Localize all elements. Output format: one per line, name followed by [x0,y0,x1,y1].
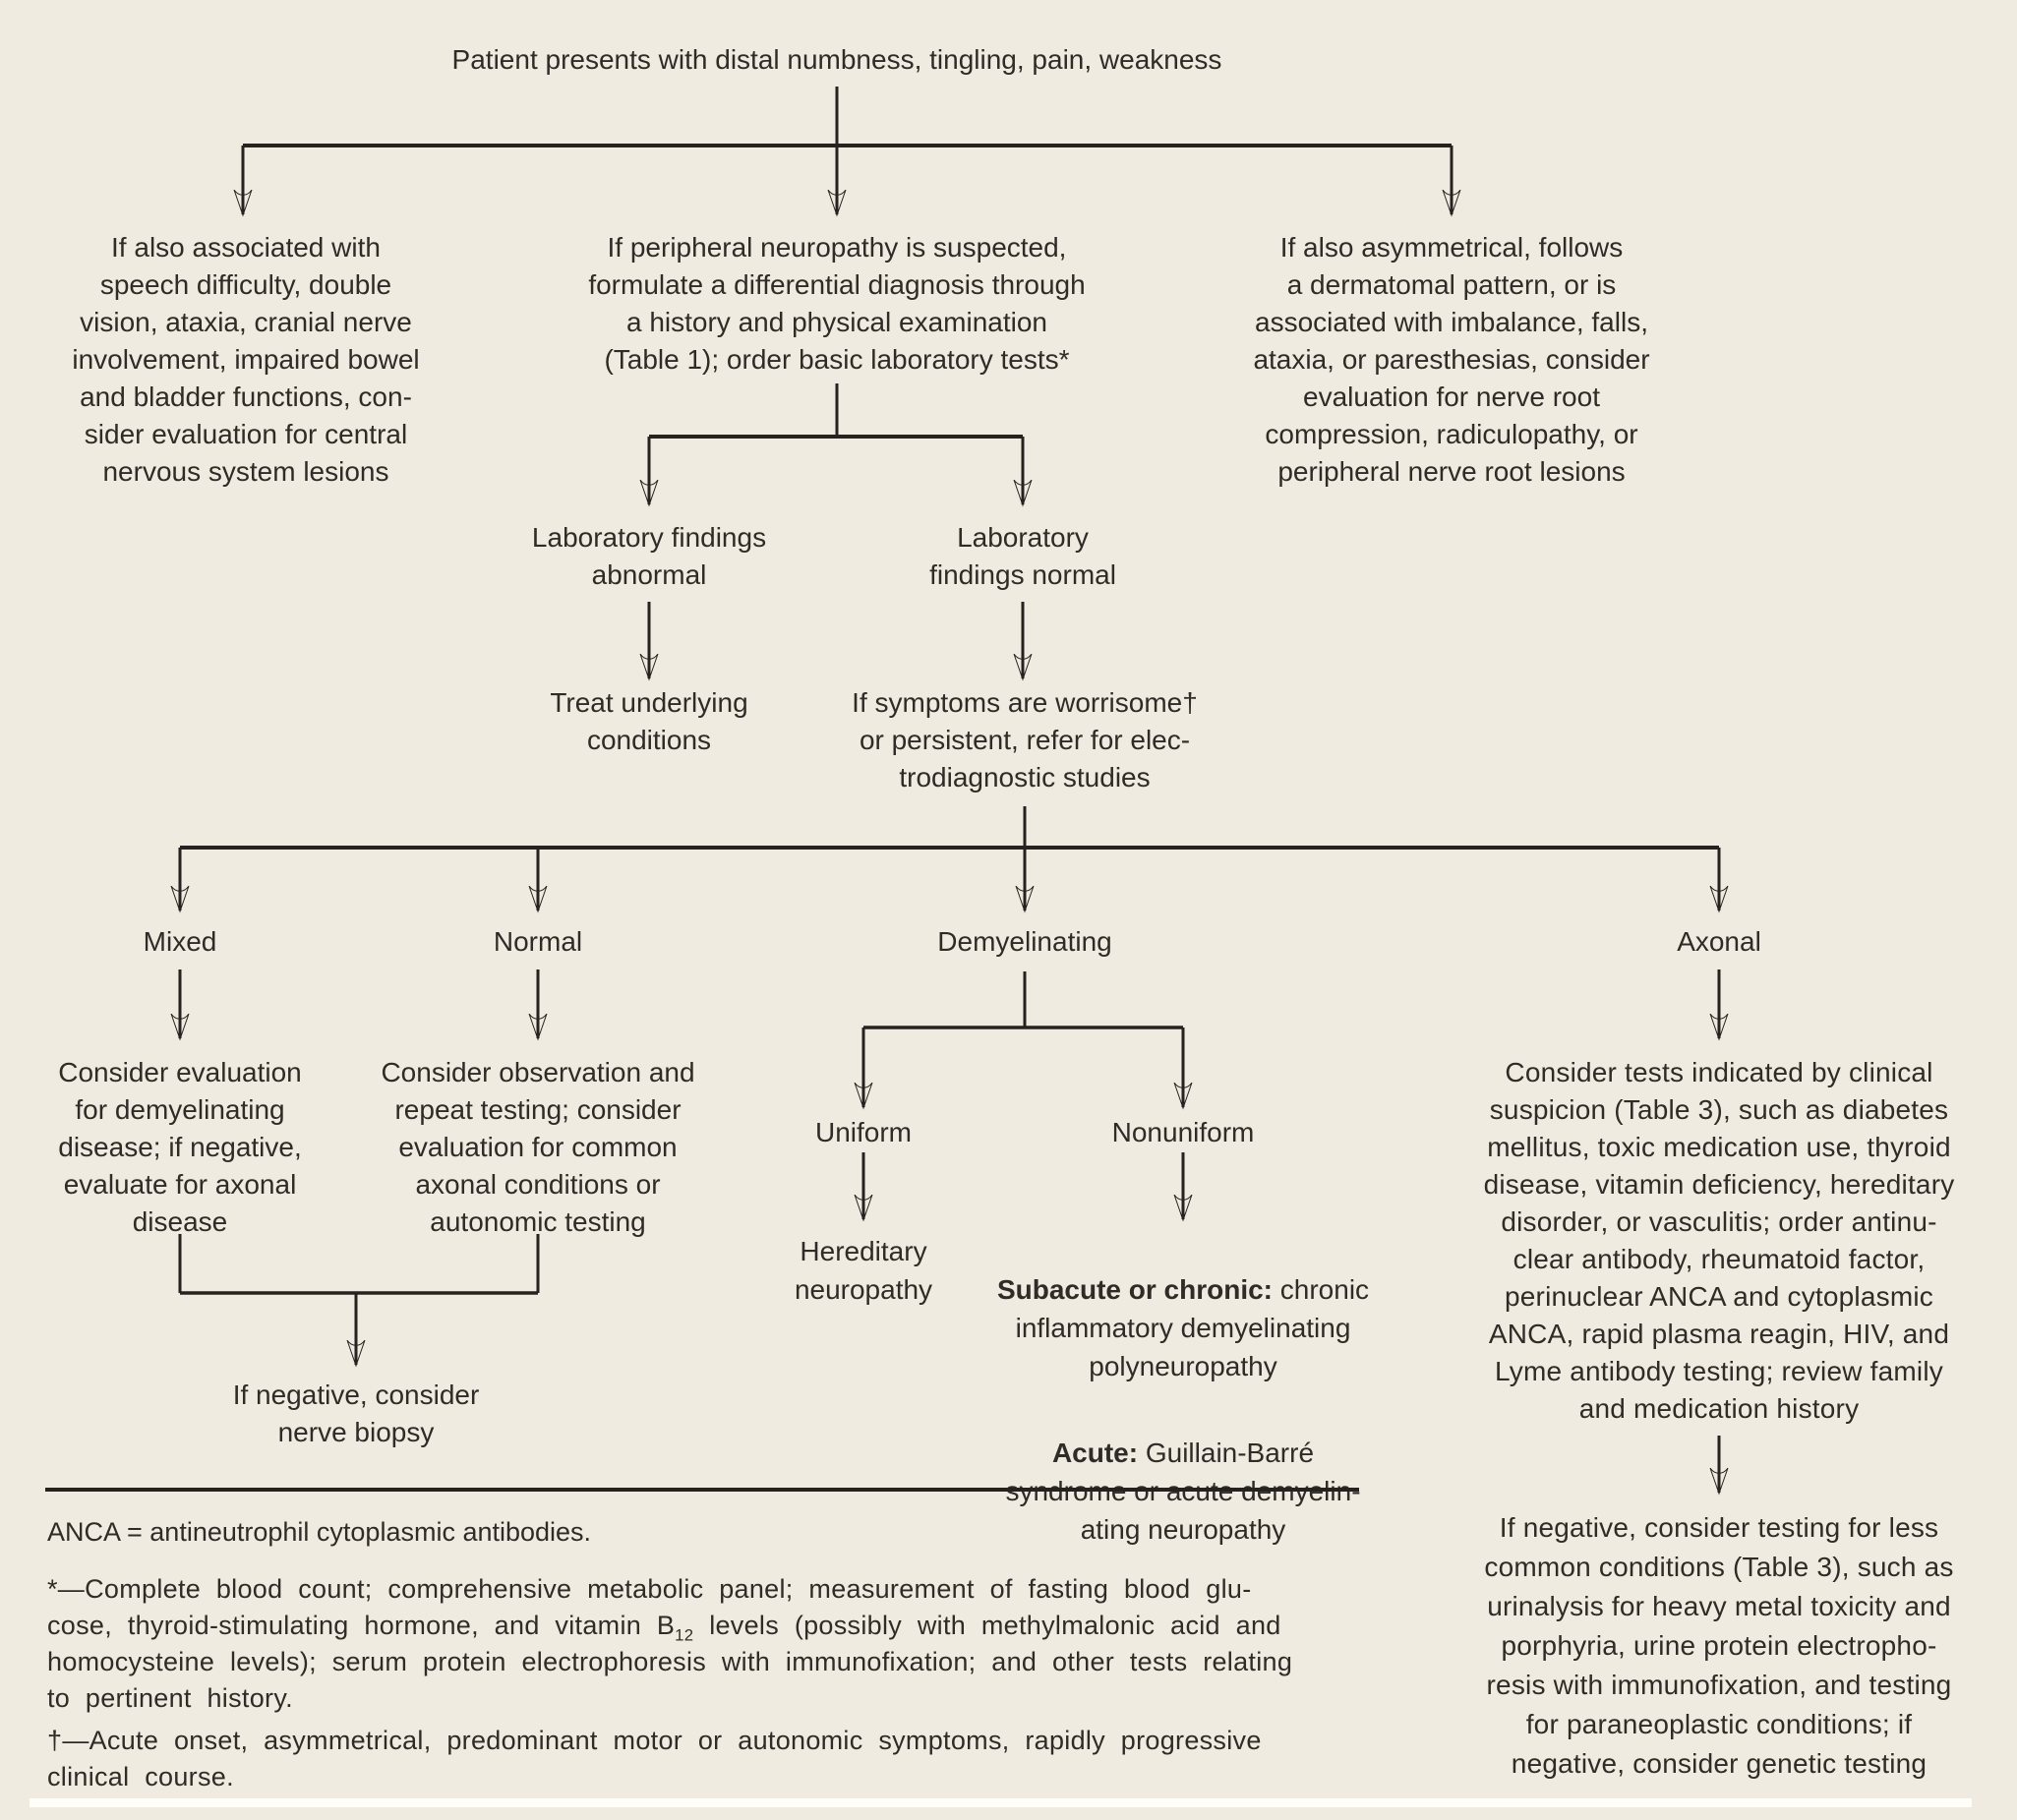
label-uniform: Uniform [814,1117,913,1147]
footnote-asterisk-text-cont: levels (possibly with methylmalonic acid… [47,1611,1293,1713]
node-nerve-biopsy: If negative, consider nerve biopsy [232,1380,480,1447]
bottom-highlight-band [30,1798,1972,1807]
node-cns-evaluation: If also associated with speech difficult… [72,232,420,487]
node-lab-abnormal: Laboratory findings abnormal [531,522,767,590]
subacute-chronic-text: chronic inflammatory demyelinating polyn… [1015,1274,1370,1381]
node-nerve-root-evaluation: If also asymmetrical, follows a dermatom… [1253,232,1650,487]
node-normal-action: Consider observation and repeat testing;… [381,1057,695,1237]
footnote-divider [45,1488,1359,1492]
node-subacute-chronic: Subacute or chronic: chronic inflammator… [937,1270,1429,1385]
node-lab-normal: Laboratory findings normal [929,522,1116,590]
node-worrisome-edx: If symptoms are worrisome† or persistent… [852,687,1198,793]
node-hereditary-neuropathy: Hereditary neuropathy [794,1236,933,1305]
footnote-dagger: †—Acute onset, asymmetrical, predominant… [47,1726,1262,1791]
footnote-anca: ANCA = antineutrophil cytoplasmic antibo… [47,1517,592,1547]
acute-lead: Acute: [1051,1438,1139,1468]
node-peripheral-workup: If peripheral neuropathy is suspected, f… [588,232,1086,375]
label-edx-normal: Normal [493,926,583,957]
footnote-asterisk-text: *—Complete blood count; comprehensive me… [47,1574,1252,1640]
node-axonal-negative: If negative, consider testing for less c… [1484,1512,1954,1779]
node-root: Patient presents with distal numbness, t… [451,44,1222,75]
label-edx-demyelinating: Demyelinating [937,926,1112,957]
node-treat-underlying: Treat underlying conditions [550,687,748,755]
label-nonuniform: Nonuniform [1111,1117,1255,1147]
label-edx-axonal: Axonal [1677,926,1761,957]
footnote-b12-subscript: 12 [675,1625,694,1645]
node-mixed-action: Consider evaluation for demyelinating di… [58,1057,302,1237]
node-axonal-tests: Consider tests indicated by clinical sus… [1483,1057,1955,1424]
subacute-chronic-lead: Subacute or chronic: [996,1274,1273,1305]
footnote-asterisk: *—Complete blood count; comprehensive me… [47,1571,1370,1717]
label-edx-mixed: Mixed [143,926,217,957]
